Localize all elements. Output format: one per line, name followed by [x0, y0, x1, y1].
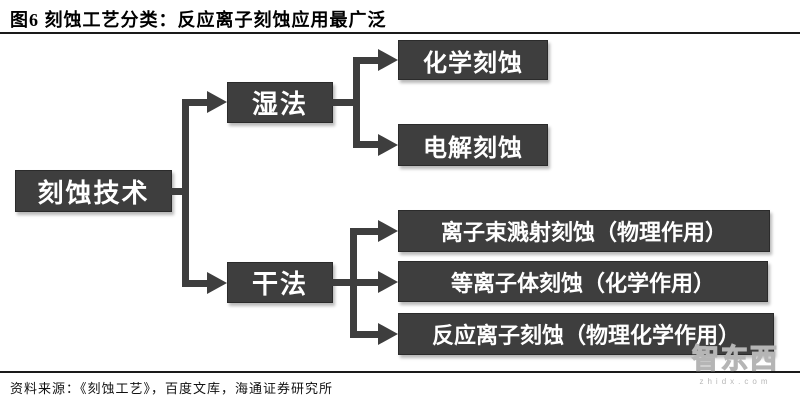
node-plasma-etching: 等离子体刻蚀（化学作用）	[398, 261, 768, 302]
node-ion-beam-sputter-etching: 离子束溅射刻蚀（物理作用）	[398, 210, 770, 252]
node-electrolytic-etching: 电解刻蚀	[398, 124, 548, 166]
arrow-right-icon	[378, 49, 398, 71]
connector-dry-feed	[182, 280, 208, 287]
node-reactive-ion-etching: 反应离子刻蚀（物理化学作用）	[398, 313, 774, 355]
arrow-right-icon	[207, 272, 227, 294]
node-dry-method: 干法	[227, 262, 333, 303]
connector-wet-feed	[182, 99, 208, 106]
node-chemical-etching: 化学刻蚀	[398, 40, 548, 80]
node-wet-method: 湿法	[227, 82, 333, 123]
connector-dry-child3-feed	[350, 331, 378, 338]
watermark: 智东西 zhidx.com	[691, 344, 779, 386]
footer-divider	[0, 371, 800, 373]
arrow-right-icon	[207, 91, 227, 113]
connector-dry-child1-feed	[350, 228, 378, 235]
arrow-right-icon	[378, 271, 398, 293]
title-divider	[0, 32, 800, 34]
connector-wet-stub	[332, 99, 360, 106]
watermark-logo-text: 智东西	[691, 344, 779, 375]
node-etching-technology: 刻蚀技术	[15, 170, 172, 212]
connector-dry-vertical	[350, 228, 357, 338]
watermark-domain-text: zhidx.com	[699, 376, 772, 386]
connector-wet-child1-feed	[353, 57, 378, 64]
connector-root-stub	[171, 188, 186, 195]
connector-wet-child2-feed	[353, 141, 378, 148]
arrow-right-icon	[378, 220, 398, 242]
source-note: 资料来源：《刻蚀工艺》，百度文库，海通证券研究所	[10, 381, 334, 396]
figure-title: 图6 刻蚀工艺分类：反应离子刻蚀应用最广泛	[10, 10, 387, 30]
arrow-right-icon	[378, 134, 398, 156]
connector-wet-vertical	[353, 57, 360, 148]
connector-root-vertical	[182, 99, 189, 287]
arrow-right-icon	[378, 323, 398, 345]
